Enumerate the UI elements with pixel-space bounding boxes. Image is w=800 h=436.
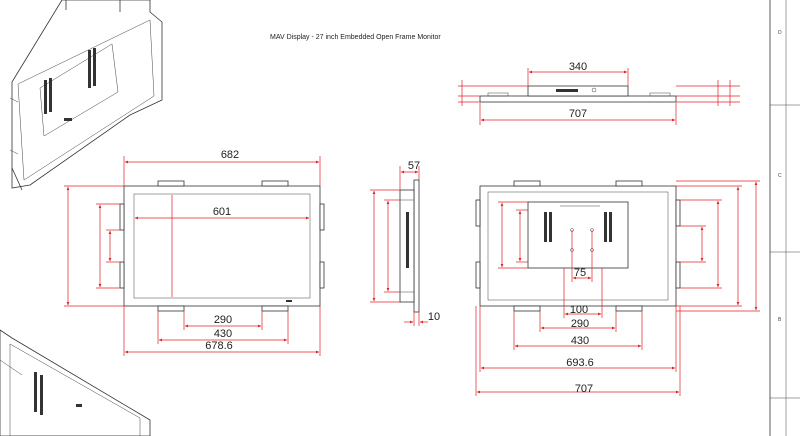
dim-top-707: 707: [569, 108, 587, 120]
front-view: 682 601 290 430 678.6: [64, 149, 325, 356]
drawing-border: D C B: [769, 0, 800, 436]
dim-front-678: 678.6: [205, 340, 233, 352]
dim-back-430: 430: [571, 335, 589, 347]
border-ref-d: D: [778, 30, 782, 36]
dim-side-57: 57: [408, 160, 420, 172]
dim-back-75: 75: [574, 267, 586, 279]
dim-front-682: 682: [221, 149, 239, 161]
dim-back-707: 707: [575, 383, 593, 395]
dim-front-601: 601: [213, 206, 231, 218]
back-view: 75 100 290 430 693.6 707: [475, 180, 760, 396]
dim-front-290: 290: [214, 314, 232, 326]
dim-back-100: 100: [570, 304, 588, 316]
top-view: 340 707: [458, 61, 740, 125]
dim-back-290: 290: [571, 318, 589, 330]
dim-side-10: 10: [428, 311, 440, 323]
border-ref-b: B: [778, 317, 782, 323]
side-view: 57 10: [370, 160, 440, 326]
border-ref-c: C: [778, 173, 782, 179]
drawing-title: MAV Display - 27 inch Embedded Open Fram…: [270, 34, 441, 41]
dim-top-340: 340: [569, 61, 587, 73]
dim-front-430: 430: [214, 328, 232, 340]
isometric-view-bottom: [0, 329, 151, 436]
dim-back-693: 693.6: [566, 357, 594, 369]
isometric-view-top: [9, 0, 163, 191]
